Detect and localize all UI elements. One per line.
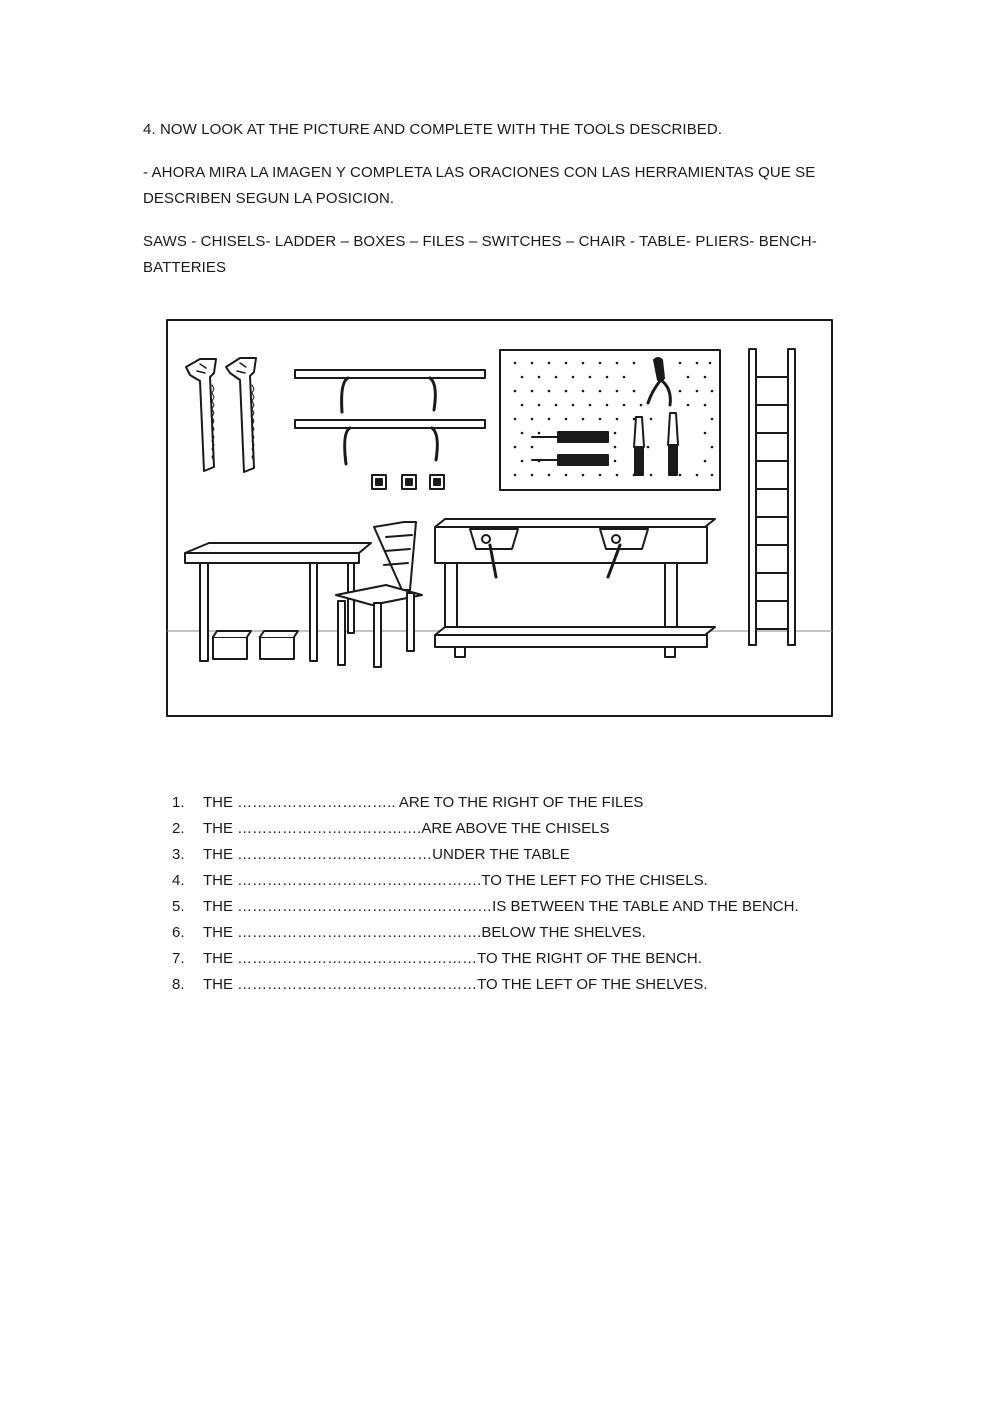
switches-icon (371, 474, 445, 490)
exercise-instruction: - AHORA MIRA LA IMAGEN Y COMPLETA LAS OR… (143, 164, 816, 207)
exercise-title: 4. NOW LOOK AT THE PICTURE AND COMPLETE … (143, 121, 723, 138)
sentence-text: THE ………………………………………….TO THE LEFT FO THE … (203, 872, 708, 889)
sentence-text: THE ……………………………………………IS BETWEEN THE TABL… (203, 898, 799, 915)
pliers-icon (646, 357, 672, 407)
saws-icon (185, 357, 257, 473)
list-item: 7.THE …………………………………………TO THE RIGHT OF TH… (172, 950, 702, 967)
sentence-text: THE …………………………………………TO THE LEFT OF THE S… (203, 976, 708, 993)
list-item: 3.THE …………………………………UNDER THE TABLE (172, 846, 570, 863)
picture-frame (166, 319, 833, 717)
word-bank: SAWS - CHISELS- LADDER – BOXES – FILES –… (143, 233, 817, 276)
chair-icon (335, 521, 423, 668)
sentence-text: THE …………………………………………TO THE RIGHT OF THE … (203, 950, 702, 967)
list-item: 8.THE …………………………………………TO THE LEFT OF THE… (172, 976, 708, 993)
exercise-list: 1.THE ………………………….. ARE TO THE RIGHT OF T… (172, 790, 799, 998)
sentence-text: THE ………………………….. ARE TO THE RIGHT OF THE… (203, 794, 644, 811)
list-item: 6.THE ………………………………………….BELOW THE SHELVES… (172, 924, 646, 941)
sentence-text: THE …………………………………UNDER THE TABLE (203, 846, 570, 863)
shelves-icon (294, 369, 486, 466)
chisels-icon (633, 412, 679, 476)
bench-icon (434, 518, 716, 658)
list-item: 5.THE ……………………………………………IS BETWEEN THE TA… (172, 898, 799, 915)
ladder-icon (748, 348, 796, 646)
files-icon (531, 431, 609, 466)
workshop-illustration (166, 319, 833, 717)
list-item: 4.THE ………………………………………….TO THE LEFT FO TH… (172, 872, 708, 889)
batteries-icon (212, 630, 299, 660)
list-item: 2.THE ……………………………….ARE ABOVE THE CHISELS (172, 820, 610, 837)
pegboard-icon (499, 349, 721, 491)
sentence-text: THE ……………………………….ARE ABOVE THE CHISELS (203, 820, 610, 837)
list-item: 1.THE ………………………….. ARE TO THE RIGHT OF T… (172, 794, 644, 811)
sentence-text: THE ………………………………………….BELOW THE SHELVES. (203, 924, 646, 941)
